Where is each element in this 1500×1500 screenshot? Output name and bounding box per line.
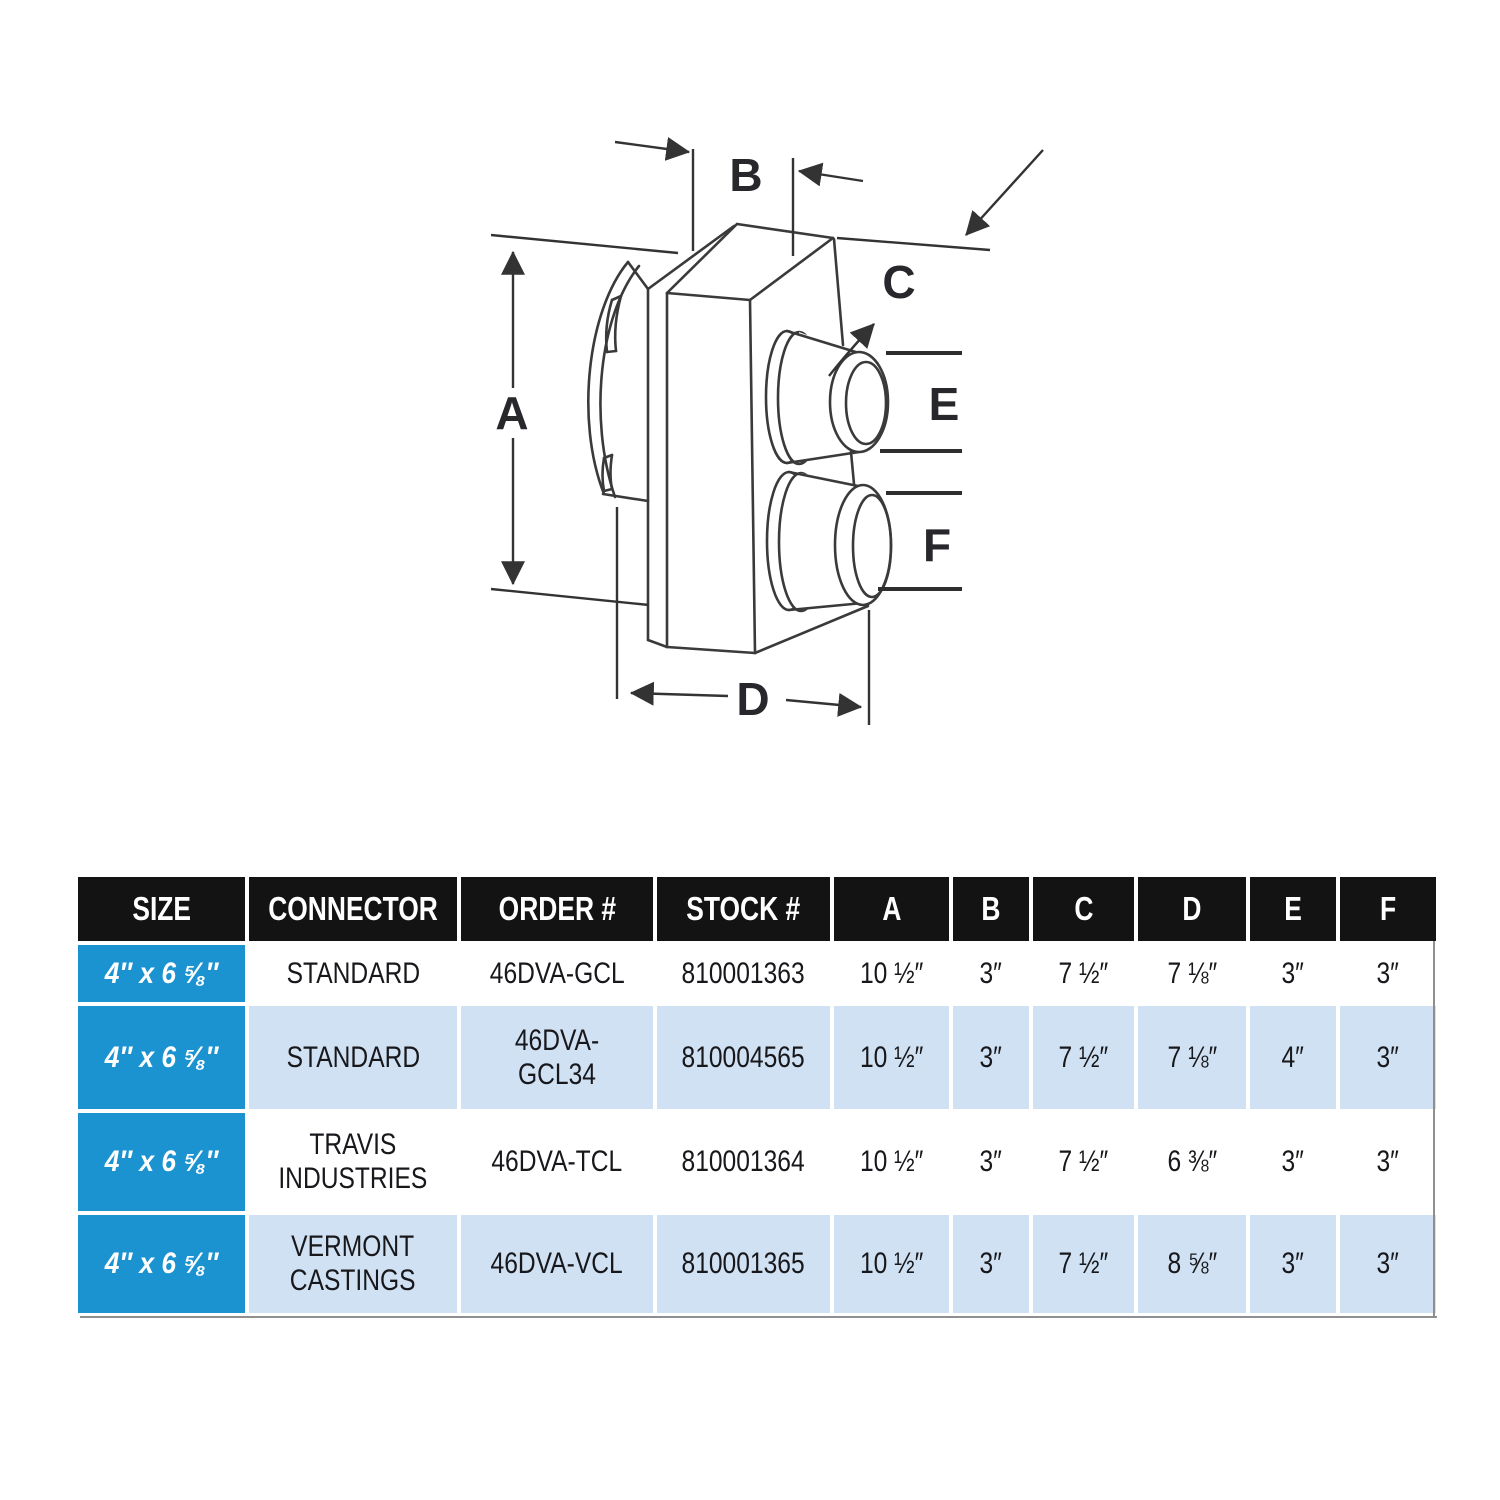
table-border-bottom (80, 1316, 1437, 1318)
dimension-c (828, 149, 1044, 377)
dim-c-cell: 7 ½″ (1033, 1006, 1134, 1109)
dim-label-a: A (495, 387, 528, 439)
mounting-plate (646, 222, 739, 649)
header-cell-b: B (953, 877, 1029, 941)
stock-cell: 810001363 (657, 945, 830, 1002)
vent-adapter-drawing: A B C D E F (490, 137, 1044, 725)
dimension-e (880, 351, 962, 453)
dim-label-b: B (729, 149, 762, 201)
dim-a-cell: 10 ½″ (834, 1113, 949, 1211)
connector-cell: TRAVIS INDUSTRIES (249, 1113, 457, 1211)
header-cell-stock: STOCK # (657, 877, 830, 941)
header-cell-order: ORDER # (461, 877, 653, 941)
size-cell: 4″ x 6 ⅝″ (78, 1113, 245, 1211)
order-cell: 46DVA-GCL34 (461, 1006, 653, 1109)
dim-b-cell: 3″ (953, 945, 1029, 1002)
lower-pipe (765, 470, 893, 613)
header-cell-d: D (1138, 877, 1246, 941)
dim-label-d: D (736, 673, 769, 725)
header-cell-connector: CONNECTOR (249, 877, 457, 941)
header-cell-f: F (1340, 877, 1436, 941)
dim-c-cell: 7 ½″ (1033, 1113, 1134, 1211)
upper-pipe (764, 329, 890, 466)
dim-c-cell: 7 ½″ (1033, 1215, 1134, 1313)
dim-e-cell: 3″ (1250, 1215, 1336, 1313)
stock-cell: 810001365 (657, 1215, 830, 1313)
connector-cell: VERMONT CASTINGS (249, 1215, 457, 1313)
dim-c-cell: 7 ½″ (1033, 945, 1134, 1002)
dim-d-cell: 7 ⅛″ (1138, 945, 1246, 1002)
header-cell-e: E (1250, 877, 1336, 941)
stock-cell: 810004565 (657, 1006, 830, 1109)
dim-f-cell: 3″ (1340, 945, 1436, 1002)
connector-cell: STANDARD (249, 1006, 457, 1109)
dim-b-cell: 3″ (953, 1006, 1029, 1109)
dim-f-cell: 3″ (1340, 1006, 1436, 1109)
dim-a-cell: 10 ½″ (834, 1215, 949, 1313)
dim-label-f: F (923, 519, 951, 571)
connector-cell: STANDARD (249, 945, 457, 1002)
dim-f-cell: 3″ (1340, 1215, 1436, 1313)
header-cell-size: SIZE (78, 877, 245, 941)
order-cell: 46DVA-TCL (461, 1113, 653, 1211)
dim-b-cell: 3″ (953, 1113, 1029, 1211)
dim-a-cell: 10 ½″ (834, 1006, 949, 1109)
header-cell-c: C (1033, 877, 1134, 941)
dim-e-cell: 4″ (1250, 1006, 1336, 1109)
dimension-b (614, 137, 864, 256)
stock-cell: 810001364 (657, 1113, 830, 1211)
vent-adapter-diagram: A B C D E F (430, 90, 1090, 810)
dim-d-cell: 7 ⅛″ (1138, 1006, 1246, 1109)
table-border-right (1433, 941, 1435, 1318)
spec-table: SIZE CONNECTOR ORDER # STOCK # A B C D E… (78, 877, 1436, 1313)
dim-f-cell: 3″ (1340, 1113, 1436, 1211)
order-cell: 46DVA-GCL (461, 945, 653, 1002)
header-cell-a: A (834, 877, 949, 941)
size-cell: 4″ x 6 ⅝″ (78, 945, 245, 1002)
curved-wall-plate (587, 260, 650, 503)
size-cell: 4″ x 6 ⅝″ (78, 1006, 245, 1109)
order-cell: 46DVA-VCL (461, 1215, 653, 1313)
adapter-box (665, 222, 856, 655)
size-cell: 4″ x 6 ⅝″ (78, 1215, 245, 1313)
dim-e-cell: 3″ (1250, 1113, 1336, 1211)
dimension-d (615, 507, 871, 725)
dim-a-cell: 10 ½″ (834, 945, 949, 1002)
plate-slot-upper (604, 294, 623, 354)
dim-d-cell: 6 ⅜″ (1138, 1113, 1246, 1211)
dimension-f (878, 491, 962, 591)
adapter-box-bottom (665, 604, 870, 655)
dimension-a (490, 233, 679, 607)
dim-b-cell: 3″ (953, 1215, 1029, 1313)
dim-label-e: E (929, 378, 960, 430)
dim-label-c: C (882, 256, 915, 308)
dim-e-cell: 3″ (1250, 945, 1336, 1002)
dim-d-cell: 8 ⅝″ (1138, 1215, 1246, 1313)
plate-slot-lower (601, 453, 614, 493)
